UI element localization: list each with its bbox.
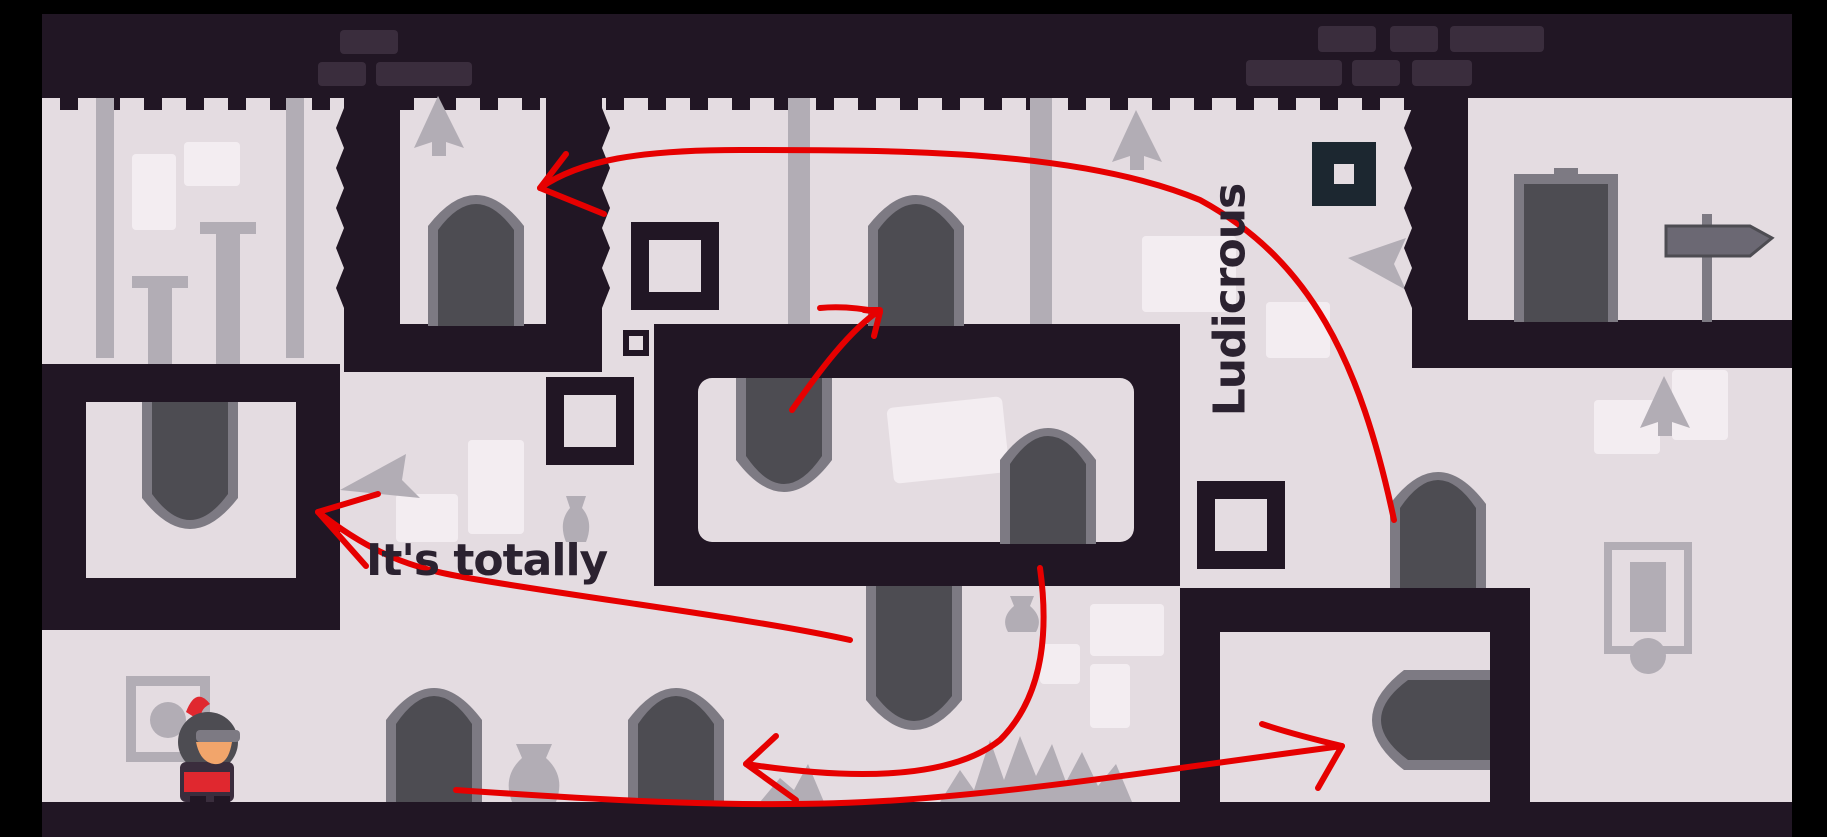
- small-marker: [623, 142, 1376, 356]
- ceiling-wall: [42, 14, 1792, 110]
- lower-right-block: [1180, 588, 1530, 802]
- square-marker: [546, 222, 1285, 569]
- drawn-path: [315, 147, 1397, 808]
- arrow-decor-icon: [340, 96, 1690, 498]
- wall-bricks: [132, 142, 1728, 728]
- pillar-icon: [96, 98, 1052, 364]
- upper-right-tower: [1404, 98, 1792, 368]
- door-icon: [142, 168, 1618, 802]
- banner-icon: [1604, 542, 1692, 674]
- caption-ludicrous: Ludicrous: [1204, 183, 1256, 417]
- tower-wall: [336, 98, 610, 372]
- vase-icon: [508, 496, 1039, 802]
- caption-its-totally: It's totally: [366, 535, 608, 586]
- knight-player-icon[interactable]: [178, 696, 240, 806]
- center-block: [654, 324, 1180, 586]
- signpost-icon: [1664, 214, 1775, 322]
- floor: [42, 802, 1792, 837]
